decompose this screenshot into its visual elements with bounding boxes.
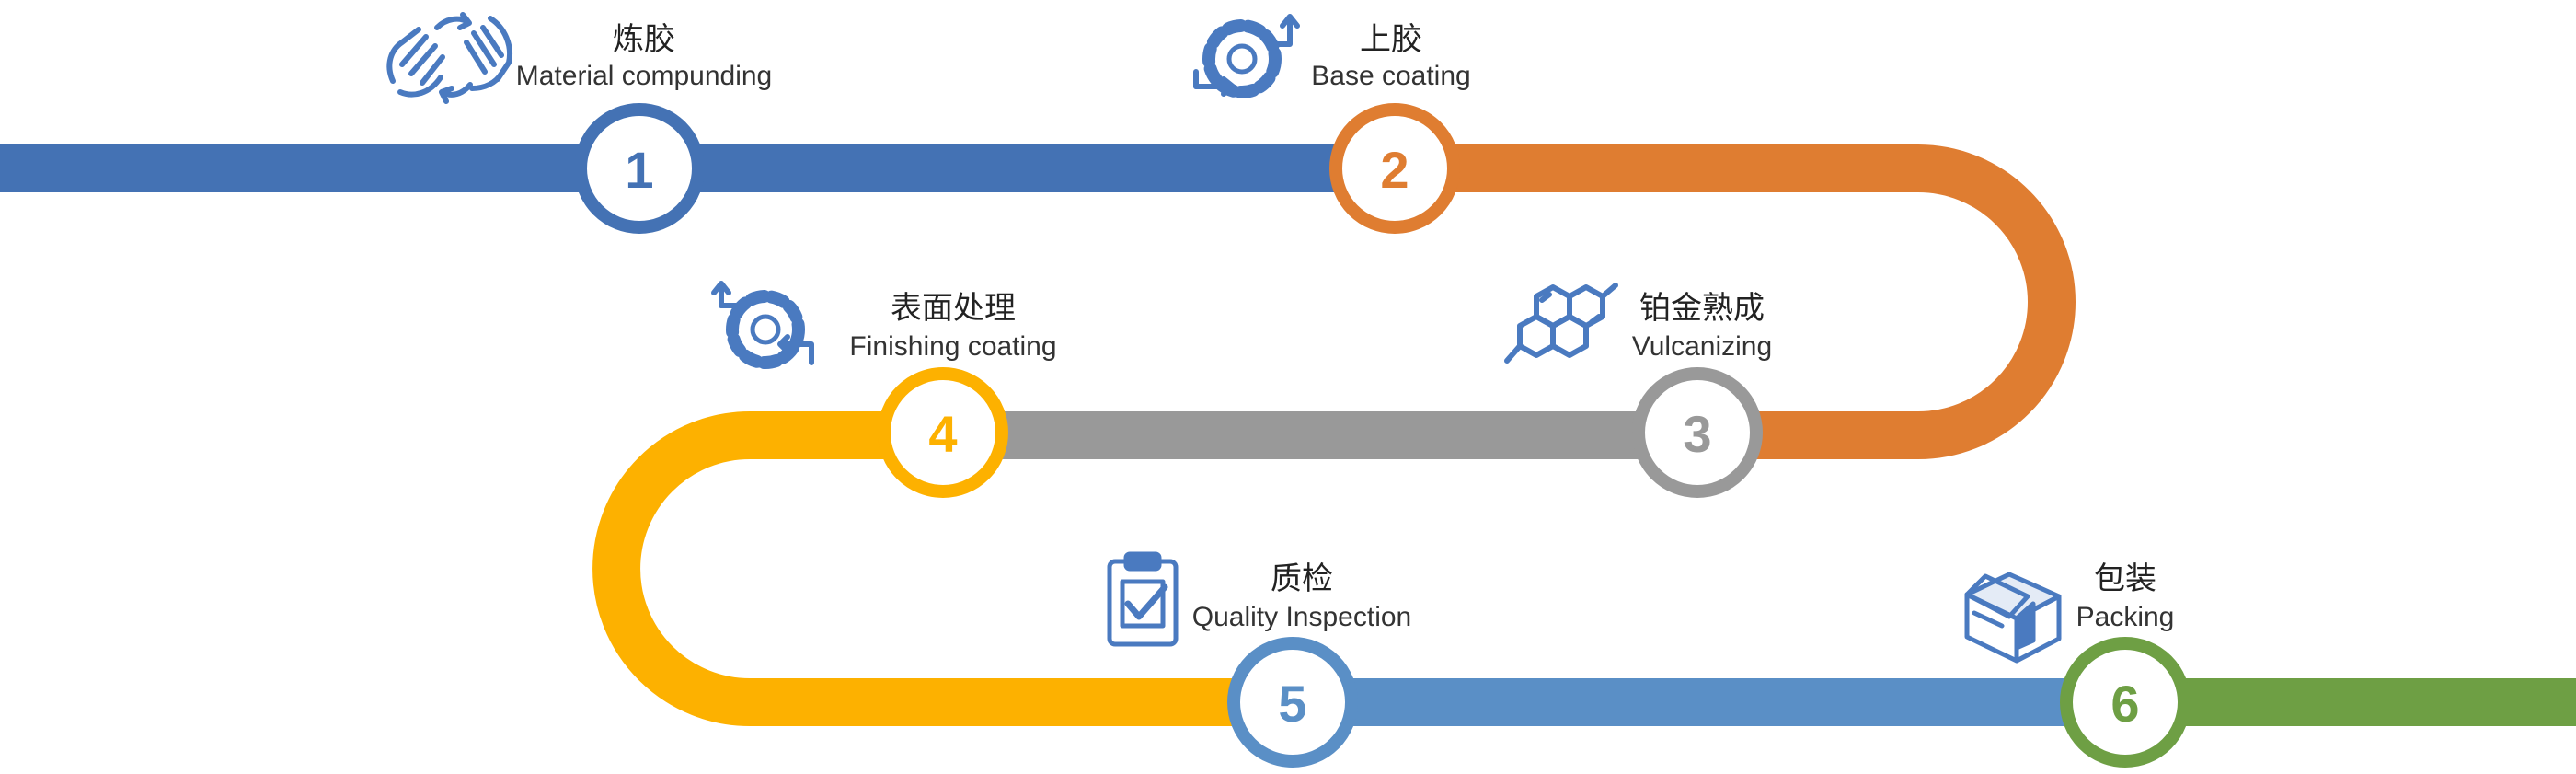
track-segment-orange	[1398, 144, 2076, 459]
step-number-2: 2	[1380, 141, 1409, 199]
step-number-6: 6	[2110, 675, 2139, 733]
step-label-5: 质检 Quality Inspection	[1192, 560, 1411, 632]
step-circle-2	[1329, 103, 1460, 234]
step-subtitle-1: Material compunding	[516, 61, 772, 91]
step-subtitle-4: Finishing coating	[849, 331, 1056, 362]
step-circle-1	[574, 103, 705, 234]
step-title-6: 包装	[2094, 560, 2156, 597]
step-label-2: 上胶 Base coating	[1311, 21, 1470, 91]
step-title-4: 表面处理	[891, 290, 1016, 327]
step-node-4: 4	[878, 367, 1008, 498]
step-number-1: 1	[625, 141, 653, 199]
step-circle-3	[1632, 367, 1763, 498]
step-subtitle-2: Base coating	[1311, 61, 1470, 91]
track-segment-yellow	[592, 411, 1293, 726]
gear-process-icon	[1193, 14, 1300, 98]
step-circle-6	[2060, 637, 2191, 768]
step-title-2: 上胶	[1360, 21, 1422, 58]
step-subtitle-5: Quality Inspection	[1192, 602, 1411, 632]
step-label-3: 铂金熟成 Vulcanizing	[1632, 290, 1772, 362]
step-label-6: 包装 Packing	[2076, 560, 2175, 632]
clipboard-check-icon	[1107, 551, 1179, 647]
step-title-1: 炼胶	[613, 21, 675, 58]
step-subtitle-6: Packing	[2076, 602, 2175, 632]
step-title-5: 质检	[1271, 560, 1333, 597]
step-node-6: 6	[2060, 637, 2191, 768]
step-node-2: 2	[1329, 103, 1460, 234]
step-subtitle-3: Vulcanizing	[1632, 331, 1772, 362]
step-number-4: 4	[928, 405, 957, 463]
step-node-5: 5	[1227, 637, 1358, 768]
step-node-3: 3	[1632, 367, 1763, 498]
step-label-4: 表面处理 Finishing coating	[849, 290, 1056, 362]
step-number-3: 3	[1683, 405, 1711, 463]
hands-icon	[386, 12, 512, 104]
molecule-icon	[1504, 283, 1618, 364]
box-icon	[1964, 572, 2062, 664]
step-label-1: 炼胶 Material compunding	[516, 21, 772, 91]
step-number-5: 5	[1278, 675, 1306, 733]
step-circle-5	[1227, 637, 1358, 768]
gear-process-icon	[711, 281, 814, 369]
step-circle-4	[878, 367, 1008, 498]
step-title-3: 铂金熟成	[1639, 290, 1765, 327]
step-node-1: 1	[574, 103, 705, 234]
